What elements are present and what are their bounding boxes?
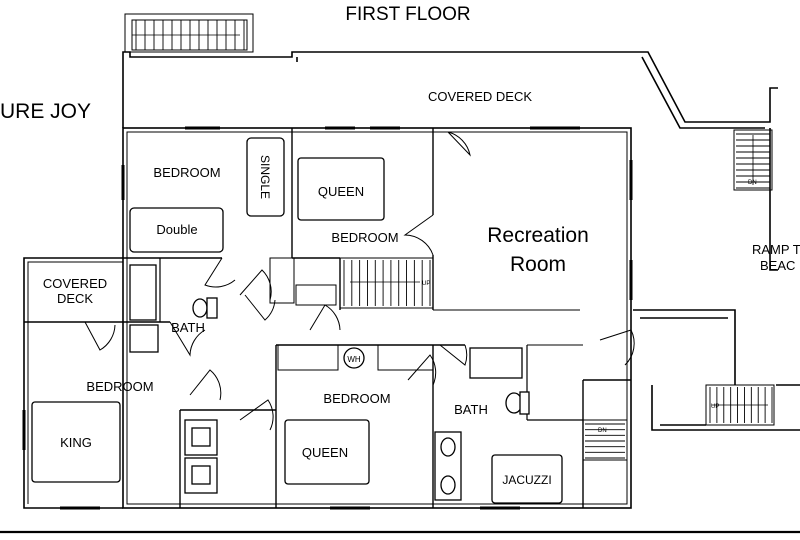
recreation-room-label-2: Room [510, 253, 566, 276]
single-bed-label: SINGLE [258, 155, 272, 199]
ramp-label-2: BEAC [760, 258, 795, 273]
furniture [31, 137, 563, 504]
queen-bed-south [284, 419, 370, 485]
queen-bed-north [297, 157, 385, 221]
king-bed-label: KING [60, 435, 92, 450]
double-bed-label: Double [156, 222, 197, 237]
jacuzzi-tub [491, 454, 563, 504]
stair-up-label-center: UP [422, 281, 430, 287]
staircase-top [124, 13, 254, 53]
stair-dn-label-rec: DN [598, 428, 607, 434]
recreation-room-label-1: Recreation [487, 224, 589, 247]
jacuzzi-label: JACUZZI [502, 473, 551, 487]
bedroom-north-label: BEDROOM [331, 230, 398, 245]
doors [84, 131, 635, 431]
bedroom-south-label: BEDROOM [323, 391, 390, 406]
windows [22, 126, 633, 510]
bedroom-nw-label: BEDROOM [153, 165, 220, 180]
tub-se [469, 347, 523, 379]
property-name: URE JOY [0, 100, 91, 123]
ramp-label-1: RAMP T [752, 242, 800, 257]
covered-deck-left-label-1: COVERED [43, 276, 107, 291]
bath-se-label: BATH [454, 402, 488, 417]
staircase-rec [582, 419, 628, 461]
king-bed [31, 401, 121, 483]
queen-bed-south-label: QUEEN [302, 445, 348, 460]
floor-title: FIRST FLOOR [345, 4, 470, 25]
queen-bed-north-label: QUEEN [318, 184, 364, 199]
water-heater [343, 347, 365, 369]
toilet-center [192, 298, 208, 318]
stair-up-label-right: UP [711, 404, 719, 410]
stair-dn-label-right: DN [748, 180, 757, 186]
covered-deck-left-label-2: DECK [57, 291, 93, 306]
water-heater-label: WH [347, 355, 361, 364]
bath-center-label: BATH [171, 320, 205, 335]
staircase-right-lower [651, 384, 800, 431]
bedroom-sw-label: BEDROOM [86, 379, 153, 394]
double-bed [129, 207, 224, 253]
staircase-center [339, 257, 434, 309]
tub-center [129, 264, 157, 321]
covered-deck-top-label: COVERED DECK [428, 89, 532, 104]
single-bed [246, 137, 285, 217]
staircase-right-upper [733, 129, 773, 191]
